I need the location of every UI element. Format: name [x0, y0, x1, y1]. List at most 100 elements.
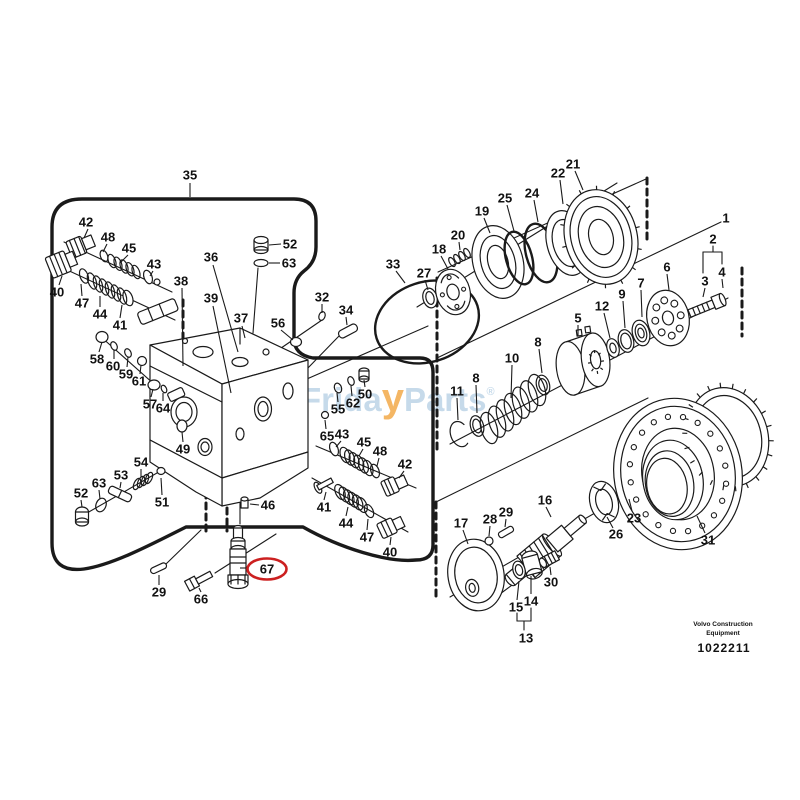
part-label-37: 37 — [234, 311, 248, 326]
leader-47 — [80, 283, 83, 297]
part-label-48: 48 — [373, 444, 387, 459]
spring-coil — [458, 250, 466, 262]
part-12-washer — [606, 338, 620, 358]
spring-coil — [113, 256, 123, 272]
spring-coil — [342, 489, 355, 506]
leader-58 — [98, 341, 103, 353]
part-label-36: 36 — [204, 250, 218, 265]
part-label-45: 45 — [357, 435, 371, 450]
part-11-snap-ring — [449, 420, 469, 448]
part-label-53: 53 — [114, 468, 128, 483]
leader-40 — [58, 275, 63, 286]
part-label-30: 30 — [544, 575, 558, 590]
spring-coil — [351, 494, 364, 511]
leader-4 — [721, 278, 724, 289]
leader-39 — [212, 305, 232, 394]
spring-coil — [98, 278, 110, 296]
block-5-spline-ticks — [587, 350, 605, 374]
part-label-46: 46 — [261, 498, 275, 513]
leader-40 — [389, 536, 392, 546]
part-label-48: 48 — [101, 230, 115, 245]
part-row-40-47-44-41 — [44, 250, 179, 325]
drum-21-scallops — [560, 185, 642, 289]
part-25-oring — [503, 230, 535, 286]
leader-41 — [323, 491, 327, 501]
part-37-valve-body — [149, 327, 309, 507]
leader-55 — [336, 392, 339, 403]
part-label-62: 62 — [346, 396, 360, 411]
part-label-39: 39 — [204, 291, 218, 306]
leader-45 — [119, 254, 129, 264]
part-label-52: 52 — [74, 486, 88, 501]
leader-42 — [398, 470, 405, 479]
leader-30 — [549, 566, 552, 576]
leader-45 — [358, 448, 364, 457]
leader-47 — [366, 518, 369, 531]
part-label-26: 26 — [609, 527, 623, 542]
part-label-55: 55 — [331, 402, 345, 417]
leader-3 — [702, 287, 706, 298]
part-label-56: 56 — [271, 316, 285, 331]
spring-coil — [334, 483, 346, 501]
leader-43 — [335, 440, 342, 448]
leader-31 — [696, 515, 706, 534]
part-label-59: 59 — [119, 367, 133, 382]
spring-coil — [338, 486, 351, 503]
leader-52 — [80, 499, 83, 508]
spring-coil — [104, 281, 116, 299]
leader-16 — [545, 506, 552, 518]
part-18-valve-plate — [434, 268, 472, 316]
leader-48 — [102, 243, 108, 253]
leader-43 — [149, 270, 154, 277]
leader-33 — [395, 270, 406, 284]
leader-8 — [538, 348, 543, 374]
footer-brand-line2: Equipment — [706, 630, 740, 637]
spring-coil — [92, 275, 104, 293]
part-label-38: 38 — [174, 274, 188, 289]
spring-coil — [362, 459, 374, 477]
part-9-ring — [617, 329, 635, 353]
spring-coil — [119, 259, 129, 274]
leader-15 — [516, 580, 520, 601]
footer-block: Volvo Construction Equipment 1022211 — [693, 621, 752, 655]
part-56-plug — [289, 336, 303, 348]
part-label-19: 19 — [475, 204, 489, 219]
part-label-22: 22 — [551, 166, 565, 181]
leader-28 — [488, 525, 491, 537]
leader-11 — [456, 397, 459, 421]
plate-18-holes — [439, 274, 467, 310]
footer-part-number: 1022211 — [697, 641, 750, 655]
part-row-57-64 — [147, 379, 186, 402]
part-label-44: 44 — [339, 516, 354, 531]
part-label-63: 63 — [282, 256, 296, 271]
part-label-42: 42 — [79, 215, 93, 230]
leader-7 — [640, 289, 643, 318]
spring-coil — [356, 496, 368, 514]
leader-44 — [345, 506, 349, 517]
leader-9 — [622, 300, 626, 329]
leader-53 — [119, 481, 122, 489]
part-label-66: 66 — [194, 592, 208, 607]
part-label-40: 40 — [50, 285, 64, 300]
part-label-9: 9 — [618, 287, 625, 302]
part-label-43: 43 — [147, 257, 161, 272]
leader-66 — [198, 587, 202, 593]
part-label-47: 47 — [360, 530, 374, 545]
spring-coil — [107, 253, 117, 269]
watermark-swoosh: y — [382, 376, 405, 420]
part-row-41-44-47-40-right — [313, 477, 406, 539]
part-label-8: 8 — [472, 371, 479, 386]
part-label-63: 63 — [92, 476, 106, 491]
part-label-57: 57 — [143, 397, 157, 412]
part-label-45: 45 — [122, 241, 136, 256]
watermark-parts: Parts — [404, 381, 487, 418]
part-label-43: 43 — [335, 427, 349, 442]
bracket-2-3-4 — [702, 245, 723, 274]
part-label-52: 52 — [283, 237, 297, 252]
leader-20 — [458, 241, 461, 251]
flange-31-bolt-holes — [626, 413, 730, 535]
part-label-17: 17 — [454, 516, 468, 531]
part-7-cup — [631, 319, 651, 347]
watermark-registered: ® — [487, 386, 495, 398]
